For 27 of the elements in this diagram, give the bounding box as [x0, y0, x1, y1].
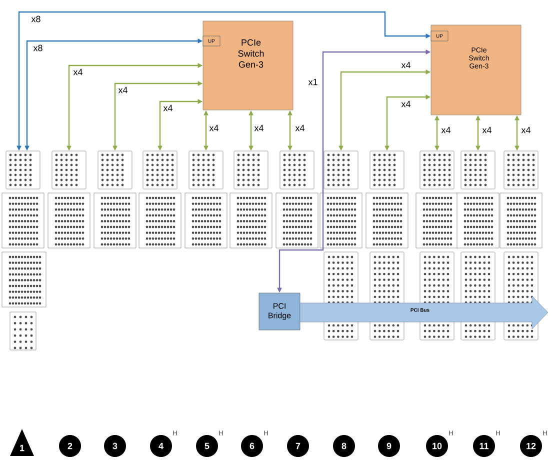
connector — [188, 150, 224, 190]
edge-label: x4 — [254, 124, 264, 132]
connector — [234, 150, 268, 190]
connector — [98, 150, 132, 190]
edge-label: x4 — [294, 124, 306, 132]
edge-label: x4 — [482, 126, 492, 134]
connector — [52, 150, 86, 190]
edge-label: x4 — [400, 100, 412, 108]
edge-label: x4 — [208, 124, 220, 132]
connector — [370, 150, 404, 190]
edge-label: x8 — [32, 44, 44, 52]
connector — [324, 150, 358, 190]
connector — [420, 150, 454, 190]
bridge-box: PCI Bridge — [258, 292, 300, 330]
edge-label: x1 — [308, 78, 318, 86]
connector — [280, 150, 314, 190]
edge-label: x4 — [118, 86, 128, 94]
edge-label: x8 — [30, 15, 42, 23]
edge-label: x4 — [520, 126, 532, 134]
edge-label: x4 — [440, 126, 452, 134]
edge-label: x4 — [400, 61, 412, 69]
connector — [504, 150, 538, 190]
edge-label: x4 — [72, 68, 84, 76]
connector — [6, 150, 40, 190]
edge-label: x4 — [162, 104, 174, 112]
connector — [460, 150, 496, 190]
connector — [142, 150, 178, 190]
